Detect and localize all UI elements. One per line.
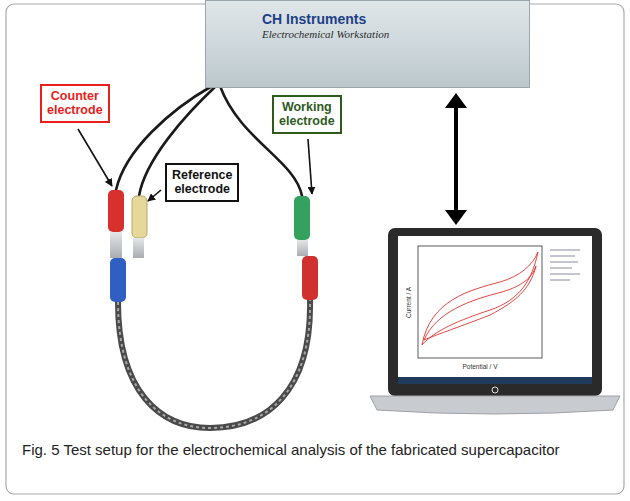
cv-curves <box>422 252 538 345</box>
device-label: Electrochemical Workstation <box>262 28 519 40</box>
screen-sidebar <box>550 250 580 280</box>
electrode-label: Working electrode <box>279 100 335 129</box>
laptop-base <box>370 396 620 414</box>
reference-label: Reference electrode <box>165 163 239 202</box>
alligator-clips <box>108 190 318 302</box>
leader-arrows <box>78 129 312 201</box>
laptop <box>370 228 620 414</box>
plot-area <box>418 246 542 358</box>
clip-jaw <box>110 232 122 258</box>
electrode-label: Reference electrode <box>172 168 232 197</box>
blue-clip <box>110 258 126 302</box>
device-label: CH Instruments <box>262 11 519 27</box>
electrode-label: Counter electrode <box>47 89 103 118</box>
brand-logo <box>492 387 498 393</box>
braided-cable <box>118 300 310 428</box>
red-clip <box>108 190 124 232</box>
taskbar <box>398 377 592 384</box>
laptop-screen <box>398 236 592 384</box>
laptop-bezel <box>388 228 602 396</box>
yellow-clip <box>132 196 147 238</box>
counter-label: Counter electrode <box>40 84 110 123</box>
green-clip <box>294 196 310 240</box>
red-clip <box>302 256 318 300</box>
double-arrow <box>445 93 467 225</box>
workstation-box: CH InstrumentsElectrochemical Workstatio… <box>205 0 530 88</box>
axis-title: Potential / V <box>462 363 497 370</box>
clip-jaw <box>133 238 144 258</box>
figure-caption: Fig. 5 Test setup for the electrochemica… <box>22 440 602 460</box>
working-label: Working electrode <box>272 95 342 134</box>
axis-title: Current / A <box>405 286 412 317</box>
clip-jaw <box>297 240 308 256</box>
